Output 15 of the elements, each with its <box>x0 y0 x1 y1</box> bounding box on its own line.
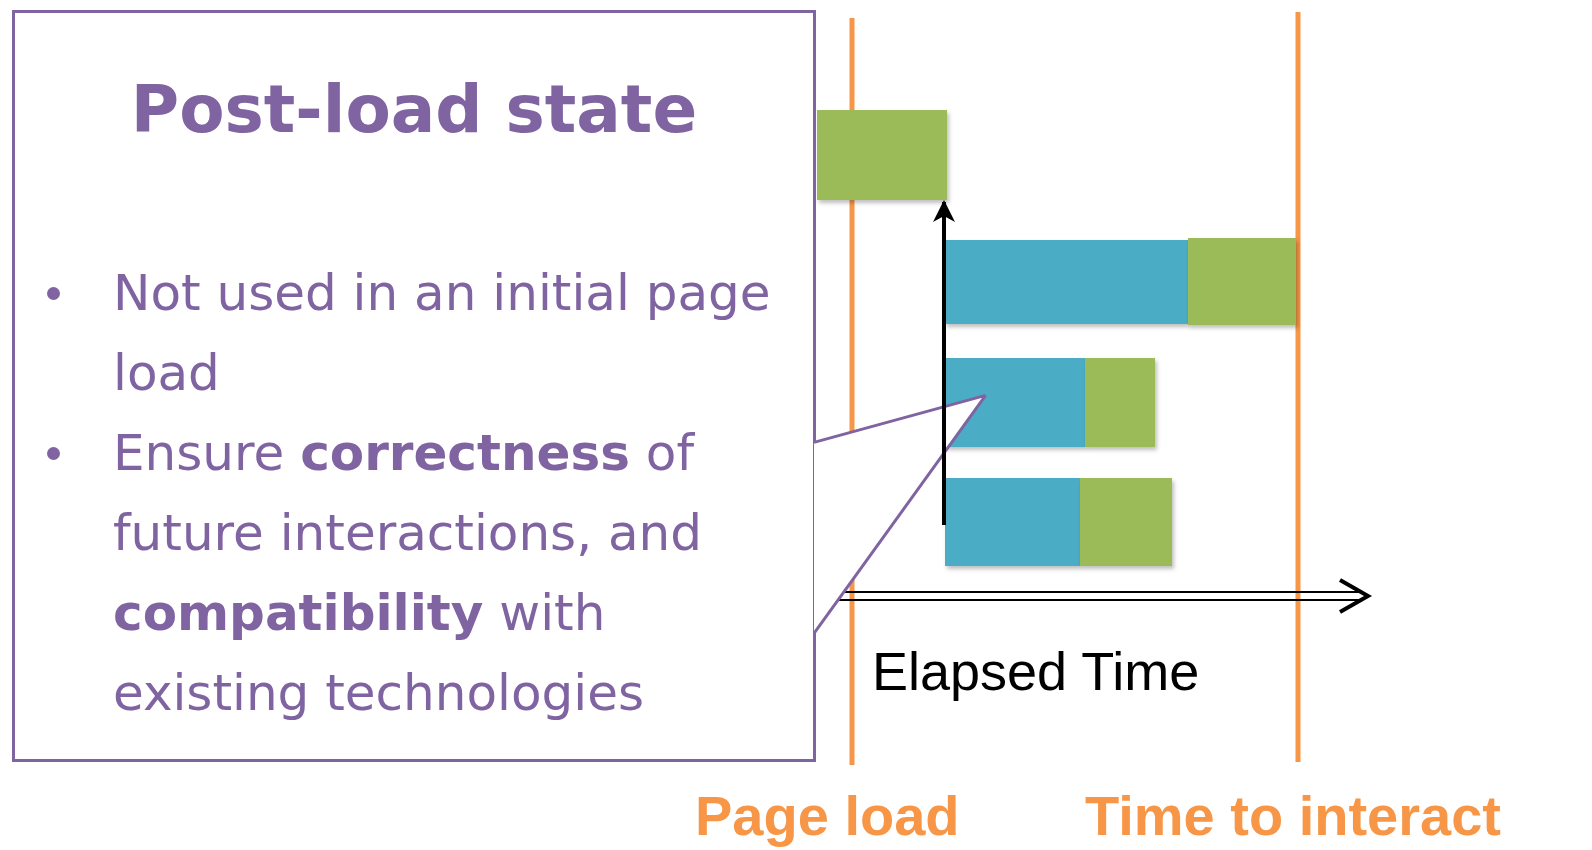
axis-label: Elapsed Time <box>872 640 1200 702</box>
arrow <box>933 200 955 525</box>
timeline-bar <box>945 240 1188 324</box>
timeline-bar <box>1188 238 1296 325</box>
marker-label: Time to interact <box>1085 783 1501 848</box>
timeline-bar <box>817 110 947 200</box>
callout-box <box>12 10 816 762</box>
marker-label: Page load <box>695 783 960 848</box>
timeline-bar <box>1085 358 1155 447</box>
timeline-bar <box>945 358 1085 447</box>
bullet-text: Ensure correctness of future interactions, and compatibility with existing technologies <box>113 424 702 722</box>
timeline-bar <box>945 478 1080 566</box>
callout-pointer <box>812 393 988 635</box>
timeline-bar <box>1080 478 1172 566</box>
callout-title: Post-load state <box>129 71 699 148</box>
